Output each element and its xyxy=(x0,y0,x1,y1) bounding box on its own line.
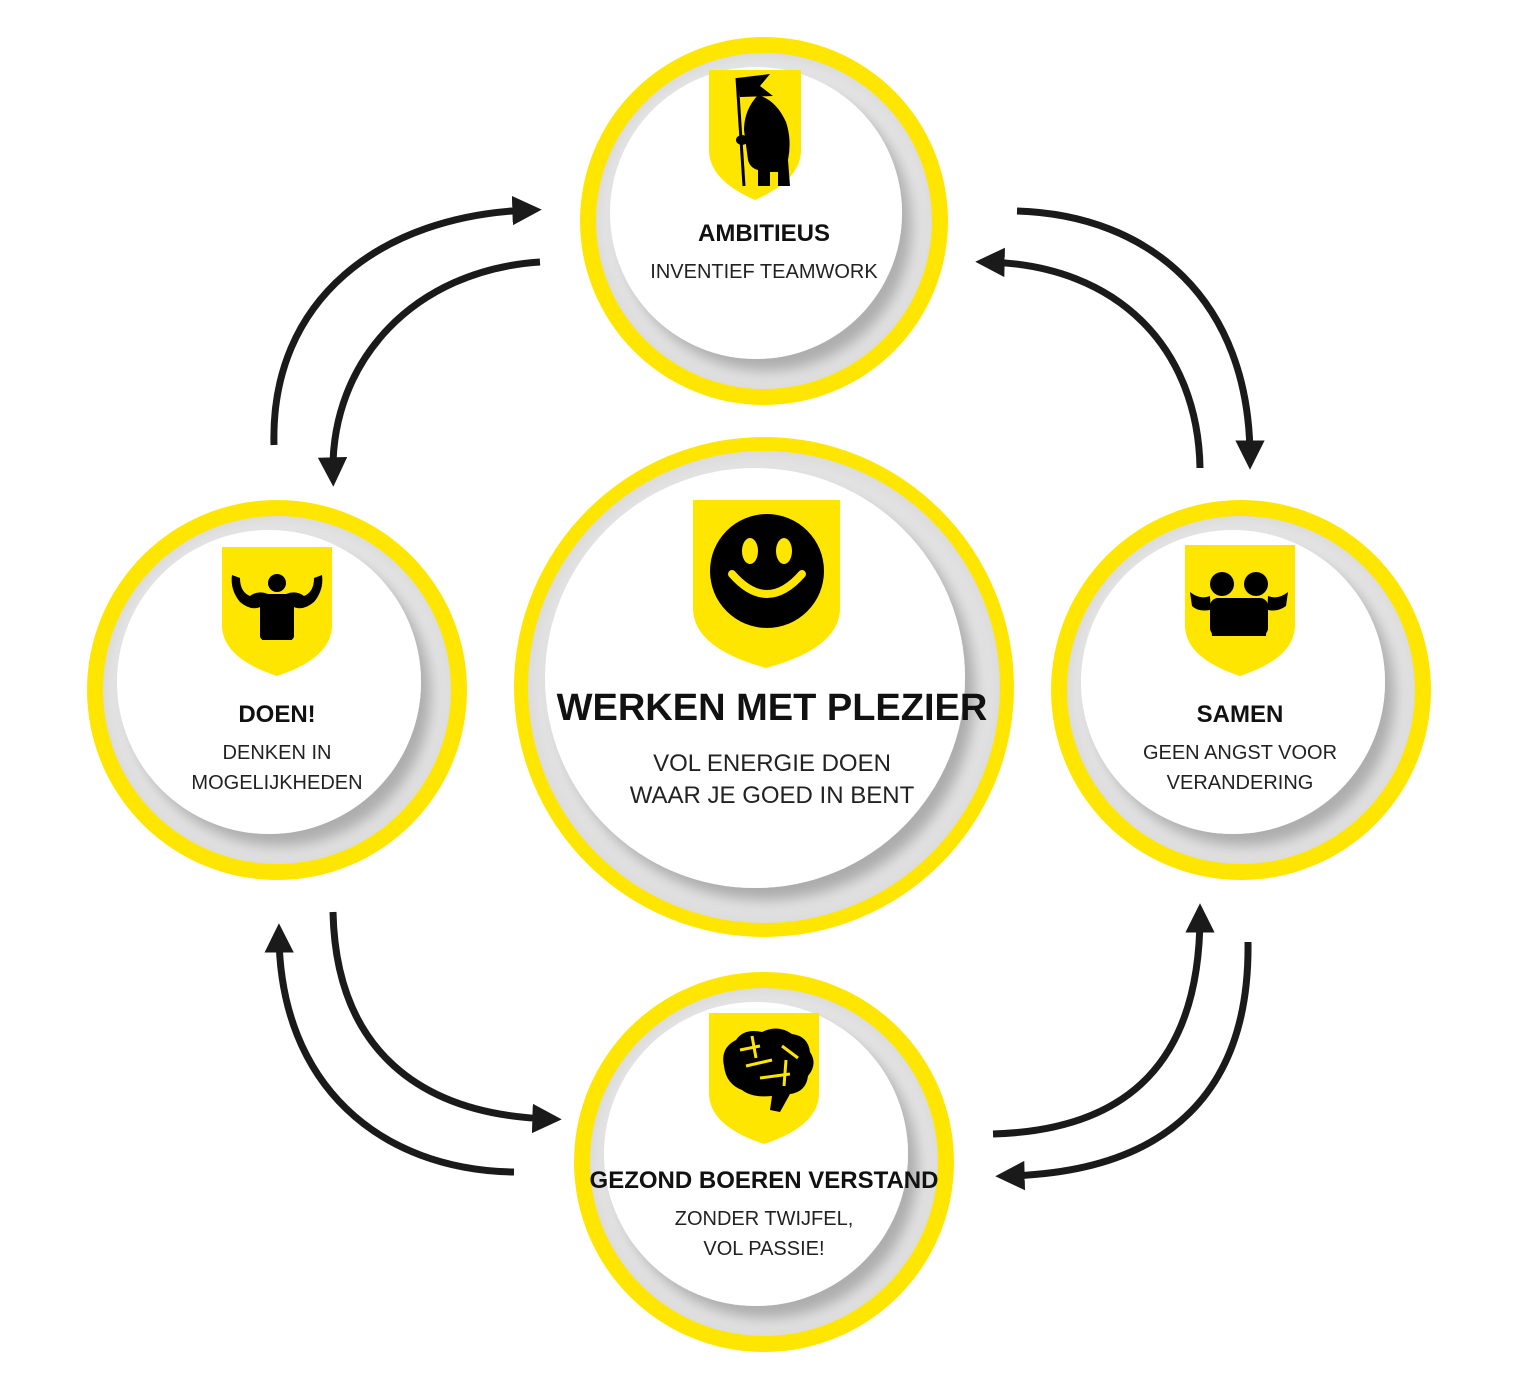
node-center-line2: WAAR JE GOED IN BENT xyxy=(630,782,915,809)
node-gezond-line2: VOL PASSIE! xyxy=(703,1238,824,1260)
node-doen-disc xyxy=(117,530,421,834)
arrow-doen-to-gezond xyxy=(329,911,562,1134)
arrow-samen-to-ambitieus xyxy=(975,247,1204,469)
flexing-muscles-icon xyxy=(222,547,332,676)
node-gezond-title: GEZOND BOEREN VERSTAND xyxy=(590,1167,939,1194)
node-werken-met-plezier: WERKEN MET PLEZIER VOL ENERGIE DOEN WAAR… xyxy=(514,437,1014,937)
node-gezond-boeren-verstand: GEZOND BOEREN VERSTAND ZONDER TWIJFEL, V… xyxy=(574,972,954,1352)
arrow-gezond-to-samen xyxy=(992,903,1215,1138)
arrow-samen-to-gezond xyxy=(995,941,1252,1191)
node-ambitieus: AMBITIEUS INVENTIEF TEAMWORK xyxy=(580,37,948,405)
node-doen-title: DOEN! xyxy=(238,701,315,728)
arrow-gezond-to-doen xyxy=(264,923,515,1176)
node-samen: SAMEN GEEN ANGST VOOR VERANDERING xyxy=(1051,500,1431,880)
gnome-with-flag-icon xyxy=(709,70,801,200)
arrows xyxy=(264,195,1265,1191)
node-doen-line1: DENKEN IN xyxy=(223,742,332,764)
node-samen-line1: GEEN ANGST VOOR xyxy=(1143,742,1337,764)
node-samen-line2: VERANDERING xyxy=(1167,772,1314,794)
node-center-title: WERKEN MET PLEZIER xyxy=(557,687,988,729)
node-samen-title: SAMEN xyxy=(1197,701,1284,728)
arrow-ambitieus-to-doen xyxy=(317,258,541,487)
node-center-line1: VOL ENERGIE DOEN xyxy=(653,750,891,777)
arrow-ambitieus-to-samen xyxy=(1016,207,1265,470)
brain-icon xyxy=(709,1013,819,1144)
two-hugging-figures-icon xyxy=(1185,545,1295,676)
node-doen-line2: MOGELIJKHEDEN xyxy=(191,772,362,794)
arrow-doen-to-ambitieus xyxy=(270,195,542,446)
node-ambitieus-title: AMBITIEUS xyxy=(698,220,830,247)
node-center-disc xyxy=(545,468,965,888)
smiley-icon xyxy=(693,500,840,668)
node-doen: DOEN! DENKEN IN MOGELIJKHEDEN xyxy=(87,500,467,880)
node-ambitieus-disc xyxy=(610,67,902,359)
node-gezond-disc xyxy=(604,1002,908,1306)
node-gezond-line1: ZONDER TWIJFEL, xyxy=(675,1208,854,1230)
node-samen-disc xyxy=(1081,530,1385,834)
node-ambitieus-subtitle: INVENTIEF TEAMWORK xyxy=(650,261,878,283)
